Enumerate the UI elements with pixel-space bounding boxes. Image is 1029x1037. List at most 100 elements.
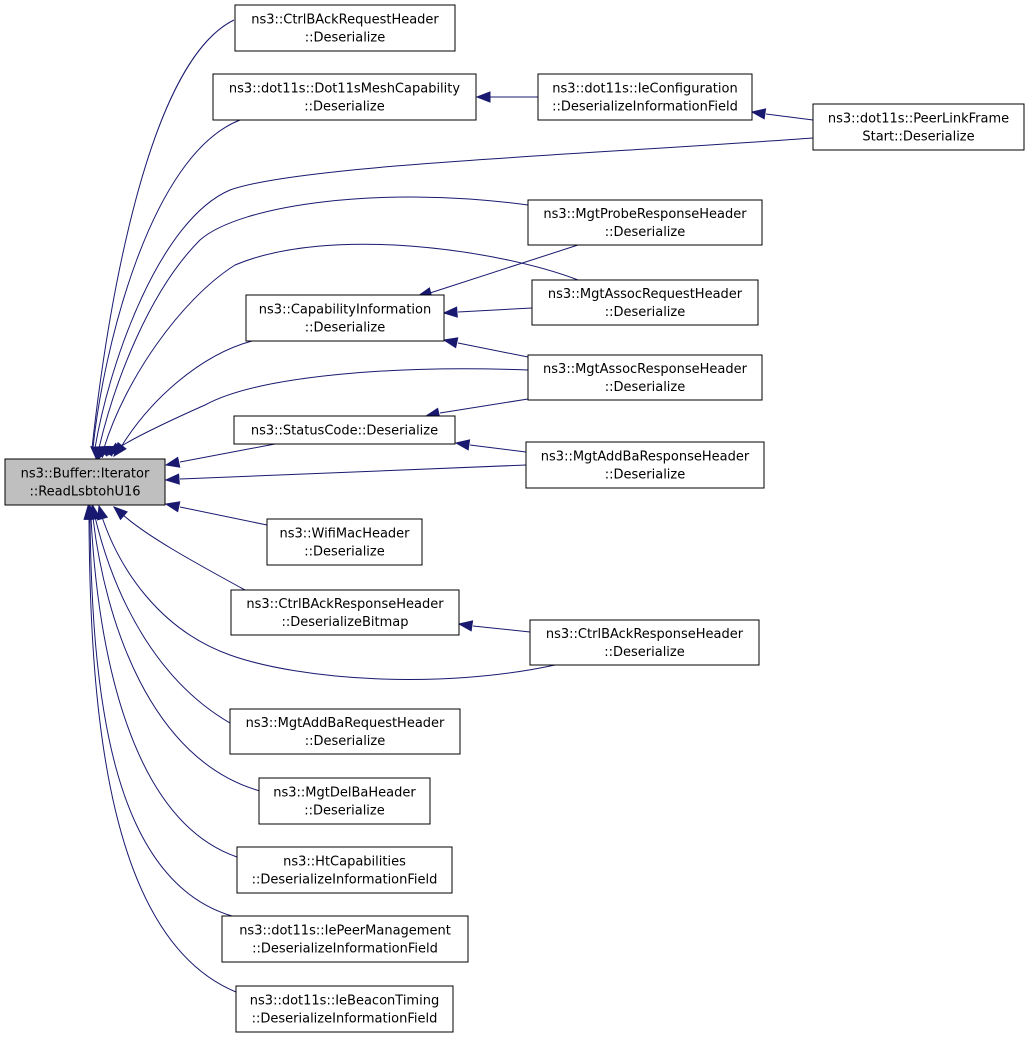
edge-wifiMacHeader-to-root [164,501,268,526]
node-label-line: ::Deserialize [605,380,686,395]
node-box [812,103,1025,151]
edge-peerLinkFrame-to-ieConfiguration [750,108,814,121]
edge-line [457,342,529,358]
node-addBaRequest[interactable]: ns3::MgtAddBaRequestHeader::Deserialize [229,708,461,755]
node-assocResponse[interactable]: ns3::MgtAssocResponseHeader::Deserialize [527,354,763,401]
edge-line [98,196,529,449]
node-label-line: ns3::StatusCode::Deserialize [251,424,438,439]
node-probeResponse[interactable]: ns3::MgtProbeResponseHeader::Deserialize [527,199,763,246]
node-label-line: ::ReadLsbtohU16 [29,485,140,500]
node-label-line: ::DeserializeBitmap [281,615,408,630]
node-label-line: ns3::CtrlBAckResponseHeader [246,597,444,612]
node-box [266,518,423,566]
node-peerLinkFrame[interactable]: ns3::dot11s::PeerLinkFrameStart::Deseria… [812,103,1025,151]
edge-line [120,340,253,448]
node-capabilityInfo[interactable]: ns3::CapabilityInformation::Deserialize [245,294,445,342]
arrowhead-icon [750,108,767,120]
edge-line [94,137,814,449]
node-label-line: ::Deserialize [605,305,686,320]
edge-line [101,516,556,680]
edge-ctrlBAckResponse-to-root [97,504,556,680]
edge-htCapabilities-to-root [85,504,238,858]
edge-iePeerManagement-to-root [84,504,233,917]
node-label-line: ::DeserializeInformationField [252,942,438,957]
node-ieConfiguration[interactable]: ns3::dot11s::IeConfiguration::Deserializ… [537,73,753,121]
node-wifiMacHeader[interactable]: ns3::WifiMacHeader::Deserialize [266,518,423,566]
node-box [230,589,460,636]
edge-line [94,516,246,732]
node-meshCapability[interactable]: ns3::dot11s::Dot11sMeshCapability::Deser… [212,73,477,121]
edge-line [429,244,579,294]
node-label-line: ns3::CtrlBAckRequestHeader [251,13,439,28]
edge-meshCapability-to-root [91,119,241,461]
edge-line [114,368,529,451]
arrowhead-icon [97,504,109,521]
node-ieBeaconTiming[interactable]: ns3::dot11s::IeBeaconTiming::Deserialize… [235,985,454,1033]
edge-line [469,444,527,453]
node-assocRequest[interactable]: ns3::MgtAssocRequestHeader::Deserialize [531,279,759,326]
node-label-line: ::Deserialize [305,321,386,336]
arrowhead-icon [113,441,127,458]
edge-statusCode-to-root [164,443,276,468]
node-root: ns3::Buffer::Iterator::ReadLsbtohU16 [4,458,166,506]
node-iePeerManagement[interactable]: ns3::dot11s::IePeerManagement::Deseriali… [221,915,469,963]
node-label-line: ::DeserializeInformationField [552,100,738,115]
edges [83,19,814,993]
node-box [527,199,763,246]
edge-ieConfiguration-to-meshCapability [475,91,538,103]
edge-line [179,443,276,463]
node-addBaResponse[interactable]: ns3::MgtAddBaResponseHeader::Deserialize [525,441,765,489]
node-box [221,915,469,963]
node-label-line: ::Deserialize [304,100,385,115]
edge-line [89,517,233,917]
node-label-line: ns3::HtCapabilities [283,855,406,870]
edge-line [179,464,527,480]
edge-line [472,625,531,633]
arrowhead-icon [457,620,474,632]
arrowhead-icon [164,473,180,485]
node-label-line: ns3::MgtDelBaHeader [273,786,416,801]
node-label-line: Start::Deserialize [862,130,974,145]
node-box [212,73,477,121]
edge-addBaResponse-to-statusCode [454,439,527,453]
node-ctrlBAckRequest[interactable]: ns3::CtrlBAckRequestHeader::Deserialize [234,4,456,52]
arrowhead-icon [442,337,459,349]
edge-line [439,398,529,414]
node-box [525,441,765,489]
arrowhead-icon [164,456,181,468]
edge-line [121,513,246,591]
edge-assocRequest-to-capabilityInfo [442,306,533,318]
node-box [236,846,453,894]
node-label-line: ns3::MgtProbeResponseHeader [543,207,747,222]
node-box [245,294,445,342]
node-label-line: ns3::CapabilityInformation [259,303,431,318]
node-statusCode[interactable]: ns3::StatusCode::Deserialize [233,415,456,445]
node-label-line: ns3::CtrlBAckResponseHeader [546,627,744,642]
edge-assocResponse-to-capabilityInfo [442,337,529,358]
node-label-line: ::Deserialize [605,225,686,240]
node-ctrlBAckResponseBitmap[interactable]: ns3::CtrlBAckResponseHeader::Deserialize… [230,589,460,636]
edge-line [765,113,814,121]
edge-line [179,506,268,526]
node-box [229,708,461,755]
node-label-line: ns3::dot11s::IePeerManagement [239,924,451,939]
node-label-line: ::DeserializeInformationField [252,1012,438,1027]
node-label-line: ns3::dot11s::Dot11sMeshCapability [229,82,460,97]
node-delBa[interactable]: ns3::MgtDelBaHeader::Deserialize [258,777,431,825]
node-ctrlBAckResponse[interactable]: ns3::CtrlBAckResponseHeader::Deserialize [529,619,760,666]
node-htCapabilities[interactable]: ns3::HtCapabilities::DeserializeInformat… [236,846,453,894]
edge-ctrlBAckResponse-to-ctrlBAckResponseBitmap [457,620,531,633]
nodes: ns3::Buffer::Iterator::ReadLsbtohU16ns3:… [4,4,1025,1033]
edge-line [88,517,237,993]
arrowhead-icon [454,439,471,451]
node-box [529,619,760,666]
node-label-line: ::Deserialize [305,734,386,749]
node-label-line: ns3::Buffer::Iterator [21,467,150,482]
node-label-line: ::Deserialize [304,804,385,819]
node-box [4,458,166,506]
node-label-line: ::Deserialize [605,468,686,483]
node-box [234,4,456,52]
edge-line [457,307,533,313]
node-label-line: ns3::dot11s::IeBeaconTiming [250,994,439,1009]
